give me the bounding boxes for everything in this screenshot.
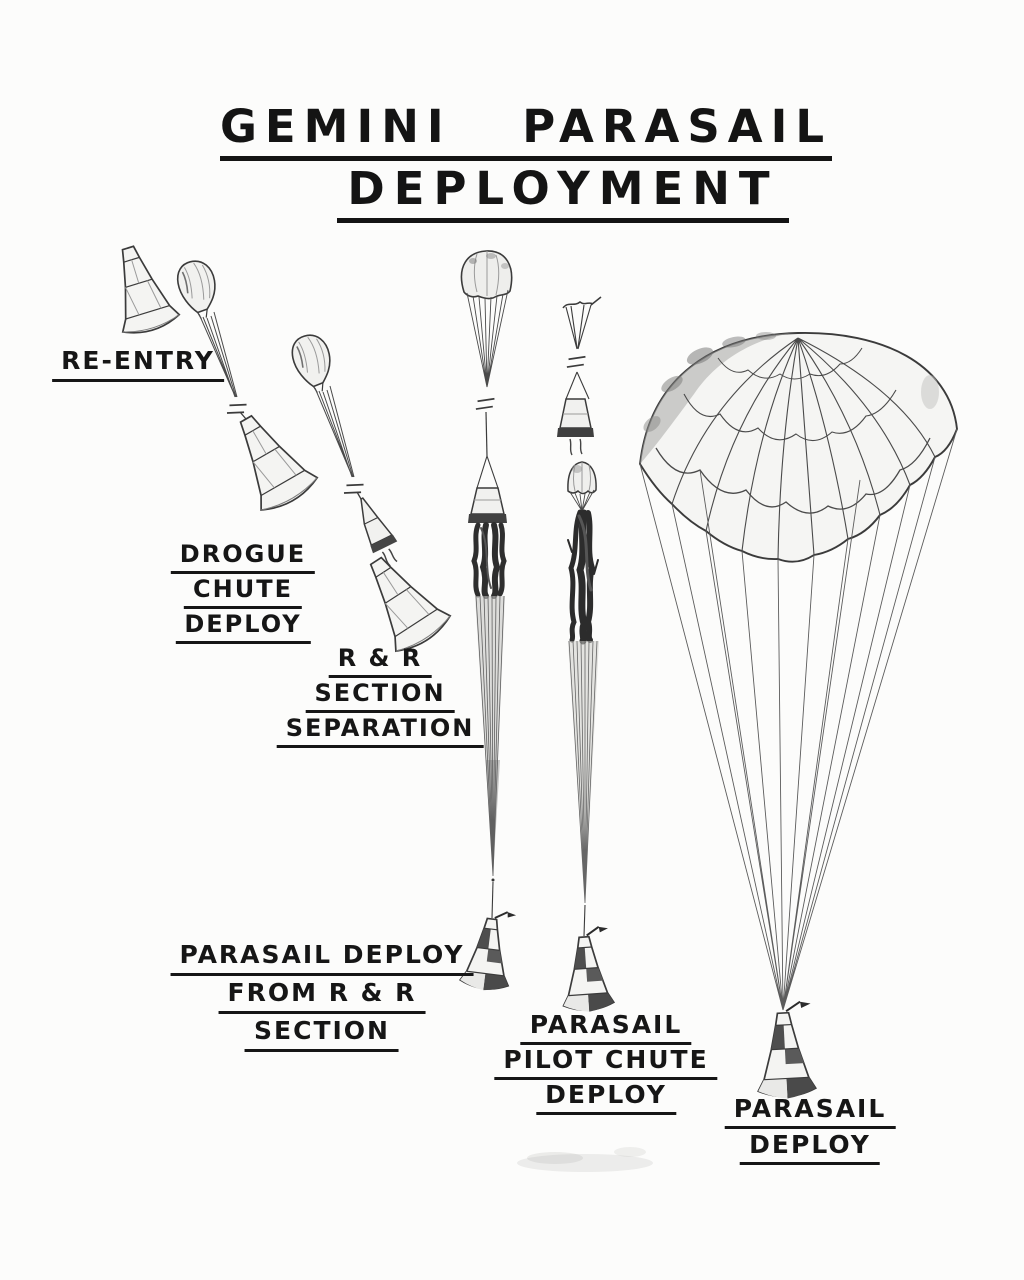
- drogue-shroud-lines: [199, 312, 237, 397]
- stage-rr-section-separation-drawing: [287, 330, 456, 659]
- descending-capsule: [752, 1000, 818, 1101]
- pilot-chute: [568, 462, 596, 494]
- label-parasail-deploy: PARASAIL DEPLOY: [724, 1093, 896, 1165]
- stage-parasail-deploy-drawing: [640, 332, 957, 1101]
- stage-drogue-chute-deploy-drawing: [172, 256, 322, 518]
- parasail-suspension-lines: [640, 429, 957, 1010]
- drogue-cluster-canopy: [461, 251, 511, 299]
- label-line: DEPLOY: [740, 1129, 880, 1165]
- label-line: PARASAIL DEPLOY: [170, 938, 474, 976]
- suspension-line-bundle: [568, 641, 599, 936]
- break-marks: [226, 398, 248, 419]
- separated-capsule: [348, 542, 456, 659]
- title-word-deployment: DEPLOYMENT: [347, 162, 779, 215]
- riser-line: [357, 492, 361, 499]
- packed-parasail-streaming: [474, 525, 504, 596]
- bridle-lines: [477, 456, 498, 488]
- scan-smudge: [517, 1147, 653, 1172]
- drogue-shroud-lines: [467, 290, 508, 387]
- stage-pilot-chute-deploy-drawing: [557, 297, 616, 1015]
- break-marks: [475, 394, 496, 414]
- parasail-canopy: [640, 332, 957, 562]
- label-line: DROGUE: [170, 539, 316, 574]
- capsule-on-drogue: [217, 402, 322, 518]
- label-line: SECTION: [305, 678, 455, 713]
- riser-line: [486, 412, 487, 456]
- re-entry-capsule: [99, 238, 182, 340]
- rr-section: [468, 488, 507, 523]
- drogue-canopy: [287, 330, 340, 398]
- label-line: DEPLOY: [536, 1080, 676, 1115]
- drogue-shroud-lines: [315, 386, 354, 477]
- label-line: FROM R & R: [218, 976, 426, 1014]
- break-marks: [566, 352, 587, 372]
- stage-parasail-deploy-from-rr-drawing: [458, 251, 518, 994]
- label-line: SECTION: [245, 1014, 399, 1052]
- suspension-line-bundle: [475, 596, 505, 918]
- label-line: SEPARATION: [276, 713, 484, 748]
- label-parasail-pilot-chute-deploy: PARASAIL PILOT CHUTE DEPLOY: [494, 1010, 718, 1115]
- parasail-streaming: [568, 512, 598, 641]
- stage-re-entry-drawing: [99, 238, 182, 340]
- label-drogue-chute-deploy: DROGUE CHUTE DEPLOY: [170, 539, 316, 644]
- page-title-line-2: DEPLOYMENT: [337, 162, 789, 223]
- canopy-scallop-rows: [656, 348, 930, 513]
- label-line: DEPLOY: [175, 609, 311, 644]
- canopy-gore-lines: [672, 338, 935, 559]
- departing-drogue-streamer: [563, 297, 601, 349]
- label-re-entry: RE-ENTRY: [52, 345, 224, 382]
- descending-capsule: [557, 925, 616, 1015]
- label-line: PARASAIL: [520, 1010, 692, 1045]
- label-parasail-deploy-from-rr-section: PARASAIL DEPLOY FROM R & R SECTION: [170, 938, 474, 1052]
- drogue-canopy: [172, 256, 224, 324]
- pilot-chute-lines: [570, 490, 594, 511]
- label-line: PARASAIL: [724, 1093, 896, 1129]
- label-line: RE-ENTRY: [52, 345, 224, 382]
- label-rr-section-separation: R & R SECTION SEPARATION: [276, 643, 484, 748]
- break-marks: [343, 478, 365, 499]
- title-word-gemini: GEMINI: [220, 100, 452, 153]
- label-line: PILOT CHUTE: [494, 1045, 718, 1080]
- riser-line: [240, 412, 246, 419]
- rr-section: [349, 493, 405, 570]
- page-title-line-1: GEMINI PARASAIL: [220, 100, 832, 161]
- departing-rr-section: [557, 399, 594, 455]
- label-line: CHUTE: [184, 574, 302, 609]
- title-word-parasail: PARASAIL: [522, 100, 832, 153]
- label-line: R & R: [328, 643, 432, 678]
- bridle-lines: [566, 372, 589, 399]
